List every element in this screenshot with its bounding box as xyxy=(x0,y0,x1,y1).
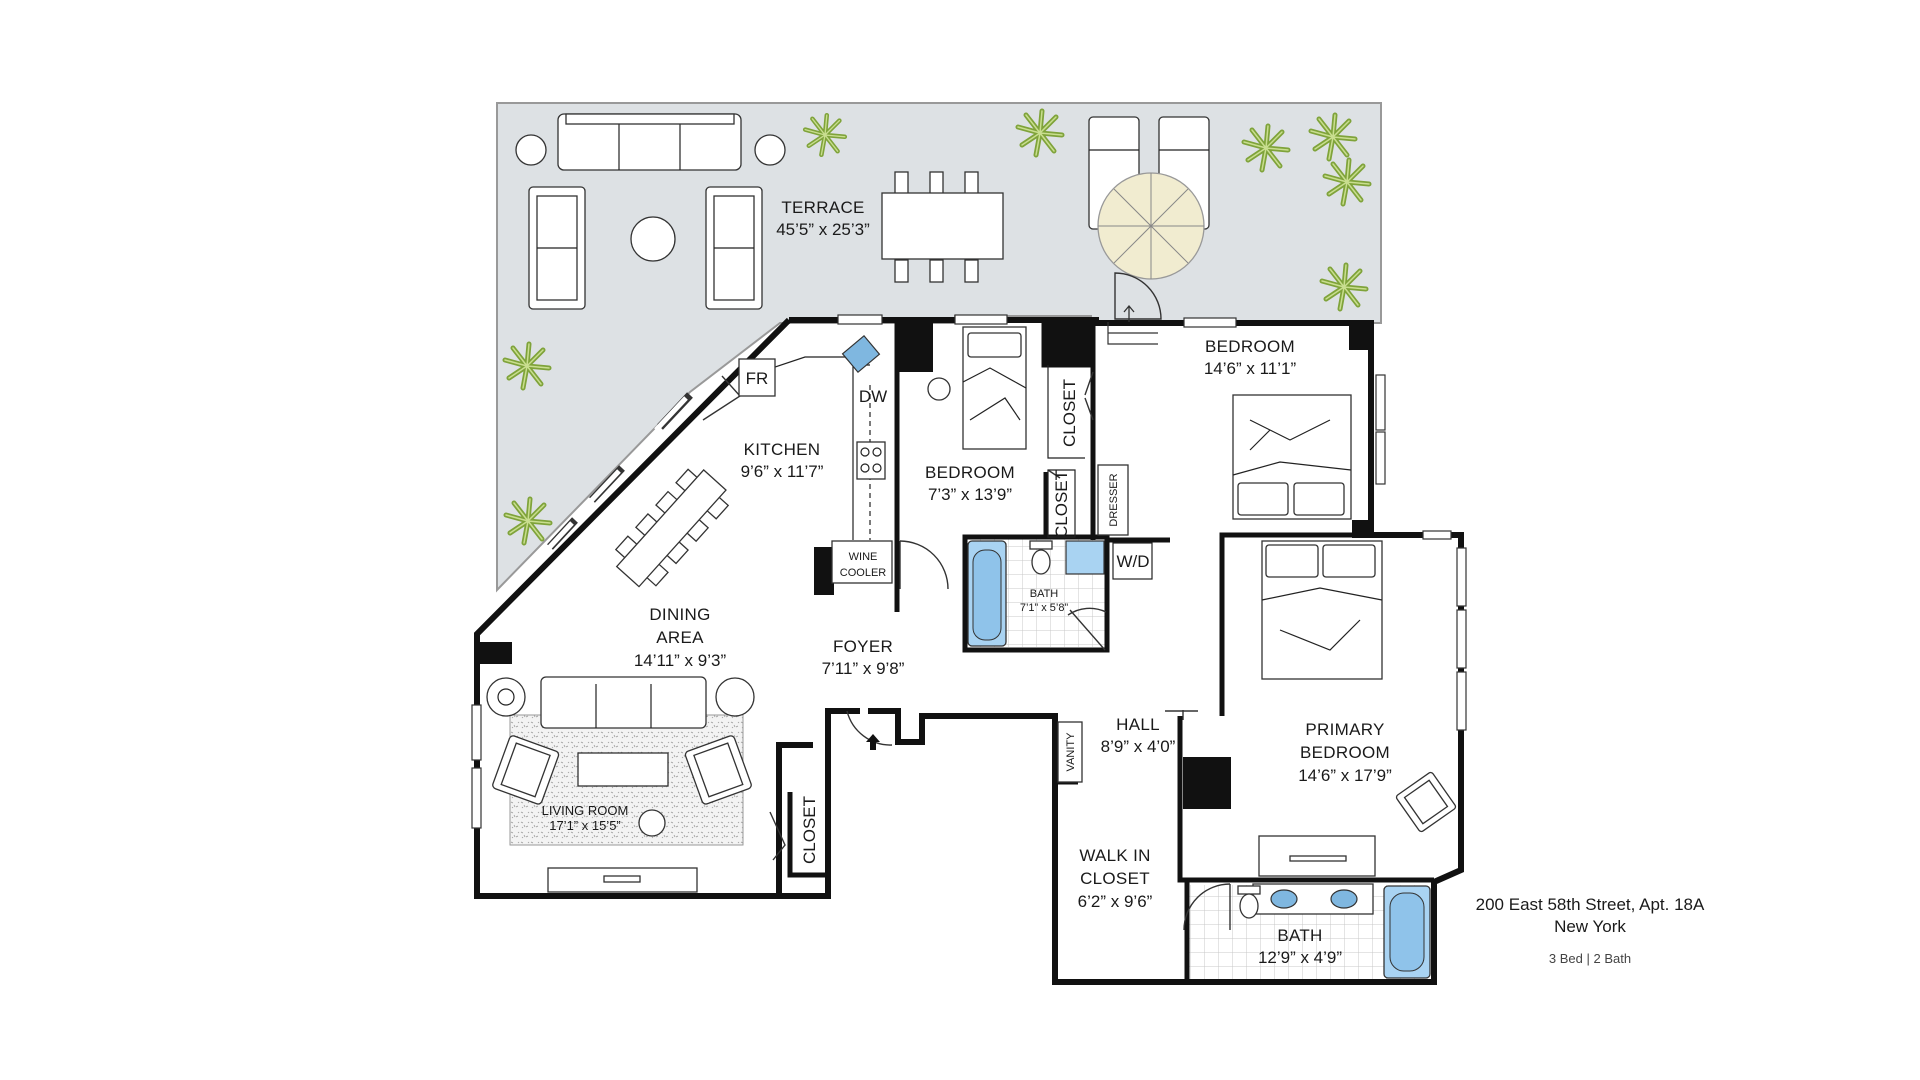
terrace-armchair-right xyxy=(705,186,763,310)
kitchen-dims: 9’6” x 11’7” xyxy=(741,462,824,481)
walk-in-label: WALK IN xyxy=(1079,846,1150,865)
foyer-dims: 7’11” x 9’8” xyxy=(822,659,905,678)
dining-area: DINING AREA 14’11” x 9’3” xyxy=(614,468,730,670)
armchair xyxy=(684,735,752,805)
side-table xyxy=(515,134,547,166)
dw-label: DW xyxy=(859,387,887,406)
dresser xyxy=(1097,464,1129,536)
terrace-armchair-left xyxy=(528,186,586,310)
closets: CLOSET CLOSET DRESSER xyxy=(1047,365,1129,538)
walk-in-label: CLOSET xyxy=(1080,869,1150,888)
vanity-label: VANITY xyxy=(1065,732,1077,772)
steps xyxy=(1107,322,1158,345)
hall-label: HALL xyxy=(1116,715,1160,734)
wine-cooler xyxy=(831,540,893,584)
coffee-table xyxy=(577,752,669,787)
sink-icon xyxy=(1065,540,1105,575)
doors xyxy=(702,272,1231,931)
living-room: LIVING ROOM 17’1” x 15’5” xyxy=(486,676,755,893)
primary-bedroom: PRIMARY BEDROOM 14’6” x 17’9” xyxy=(1258,540,1457,877)
dining-dims: 14’11” x 9’3” xyxy=(634,651,727,670)
windows xyxy=(471,314,1467,829)
coffee-table xyxy=(630,216,676,262)
toilet-icon xyxy=(1239,893,1259,919)
armchair xyxy=(492,735,560,805)
primary-bath: BATH 12’9” x 4’9” xyxy=(1237,883,1431,979)
hall: VANITY HALL 8’9” x 4’0” xyxy=(1057,715,1176,783)
primary-bedroom-dims: 14’6” x 17’9” xyxy=(1298,766,1392,785)
bath-small-label: BATH xyxy=(1030,588,1059,600)
vanity xyxy=(1057,721,1083,783)
umbrella-icon xyxy=(1097,172,1205,280)
walk-in-closet: WALK IN CLOSET 6’2” x 9’6” xyxy=(1078,846,1153,911)
wd-label: W/D xyxy=(1116,552,1149,571)
bedroom-upper: BEDROOM 14’6” x 11’1” xyxy=(1204,337,1352,520)
terrace-dining-table xyxy=(881,171,1004,283)
kitchen-label: KITCHEN xyxy=(744,440,821,459)
terrace-area: TERRACE 45’5” x 25’3” xyxy=(496,102,1382,593)
sink-icon xyxy=(1330,889,1358,909)
structural-columns xyxy=(480,320,1374,809)
bed-bath-summary: 3 Bed | 2 Bath xyxy=(1549,951,1631,966)
fridge xyxy=(738,358,776,397)
city: New York xyxy=(1554,917,1626,936)
primary-bath-label: BATH xyxy=(1277,926,1322,945)
closet-label: CLOSET xyxy=(800,796,819,864)
sofa xyxy=(540,676,707,729)
bedroom-small-label: BEDROOM xyxy=(925,463,1015,482)
side-table xyxy=(754,134,786,166)
kitchen: FR DW WINE COOLER KITCHEN 9’6” x 11’7” xyxy=(738,334,893,584)
closet-label: CLOSET xyxy=(1060,379,1079,447)
bedroom-upper-label: BEDROOM xyxy=(1205,337,1295,356)
stove-icon xyxy=(856,441,886,480)
dresser-label: DRESSER xyxy=(1108,473,1120,526)
terrace-sofa xyxy=(557,113,742,171)
bath-small: BATH 7’1” x 5’8” W/D xyxy=(967,540,1153,647)
foyer-closet: CLOSET xyxy=(787,792,819,875)
primary-bath-dims: 12’9” x 4’9” xyxy=(1258,948,1342,967)
toilet-icon xyxy=(1031,549,1051,575)
armchair xyxy=(1395,771,1457,833)
wine-cooler-label: WINE xyxy=(849,551,878,563)
primary-bedroom-label: PRIMARY xyxy=(1305,720,1384,739)
dining-label: AREA xyxy=(656,628,704,647)
terrace-dims: 45’5” x 25’3” xyxy=(776,220,870,239)
listing-info: 200 East 58th Street, Apt. 18A New York … xyxy=(1476,895,1705,966)
terrace-label: TERRACE xyxy=(781,198,864,217)
bath-small-dims: 7’1” x 5’8” xyxy=(1020,602,1069,614)
wine-cooler-label: COOLER xyxy=(840,567,887,579)
living-room-label: LIVING ROOM xyxy=(542,803,629,818)
walk-in-dims: 6’2” x 9’6” xyxy=(1078,892,1153,911)
bedroom-upper-dims: 14’6” x 11’1” xyxy=(1204,359,1297,378)
fr-label: FR xyxy=(746,369,769,388)
hall-dims: 8’9” x 4’0” xyxy=(1101,737,1176,756)
bedroom-small: BEDROOM 7’3” x 13’9” xyxy=(925,326,1027,504)
entry-arrow-icon xyxy=(866,734,880,750)
living-room-dims: 17’1” x 15’5” xyxy=(549,818,621,833)
closet-label: CLOSET xyxy=(1052,470,1071,538)
address: 200 East 58th Street, Apt. 18A xyxy=(1476,895,1705,914)
sink-icon xyxy=(841,334,881,374)
dining-label: DINING xyxy=(649,605,710,624)
up-arrow-icon xyxy=(1123,304,1135,322)
primary-bedroom-label: BEDROOM xyxy=(1300,743,1390,762)
bedroom-small-dims: 7’3” x 13’9” xyxy=(928,485,1012,504)
foyer-label: FOYER xyxy=(833,637,893,656)
sink-icon xyxy=(1270,889,1298,909)
